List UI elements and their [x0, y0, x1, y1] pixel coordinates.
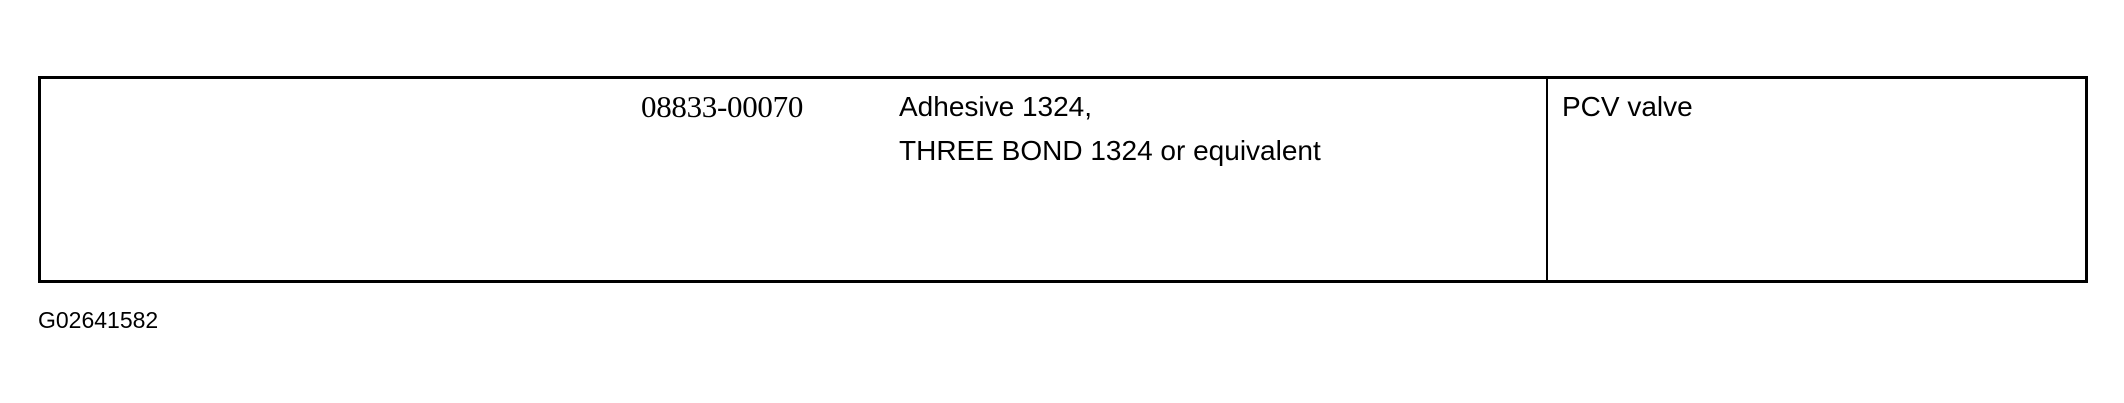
- sealant-table: 08833-00070 Adhesive 1324, THREE BOND 13…: [38, 76, 2088, 283]
- figure-id: G02641582: [38, 307, 159, 333]
- material-name: Adhesive 1324,: [899, 91, 1093, 122]
- material-equivalent: THREE BOND 1324 or equivalent: [899, 135, 1321, 166]
- part-number: 08833-00070: [641, 89, 804, 124]
- use-location: PCV valve: [1562, 91, 1693, 122]
- column-divider: [1546, 79, 1548, 280]
